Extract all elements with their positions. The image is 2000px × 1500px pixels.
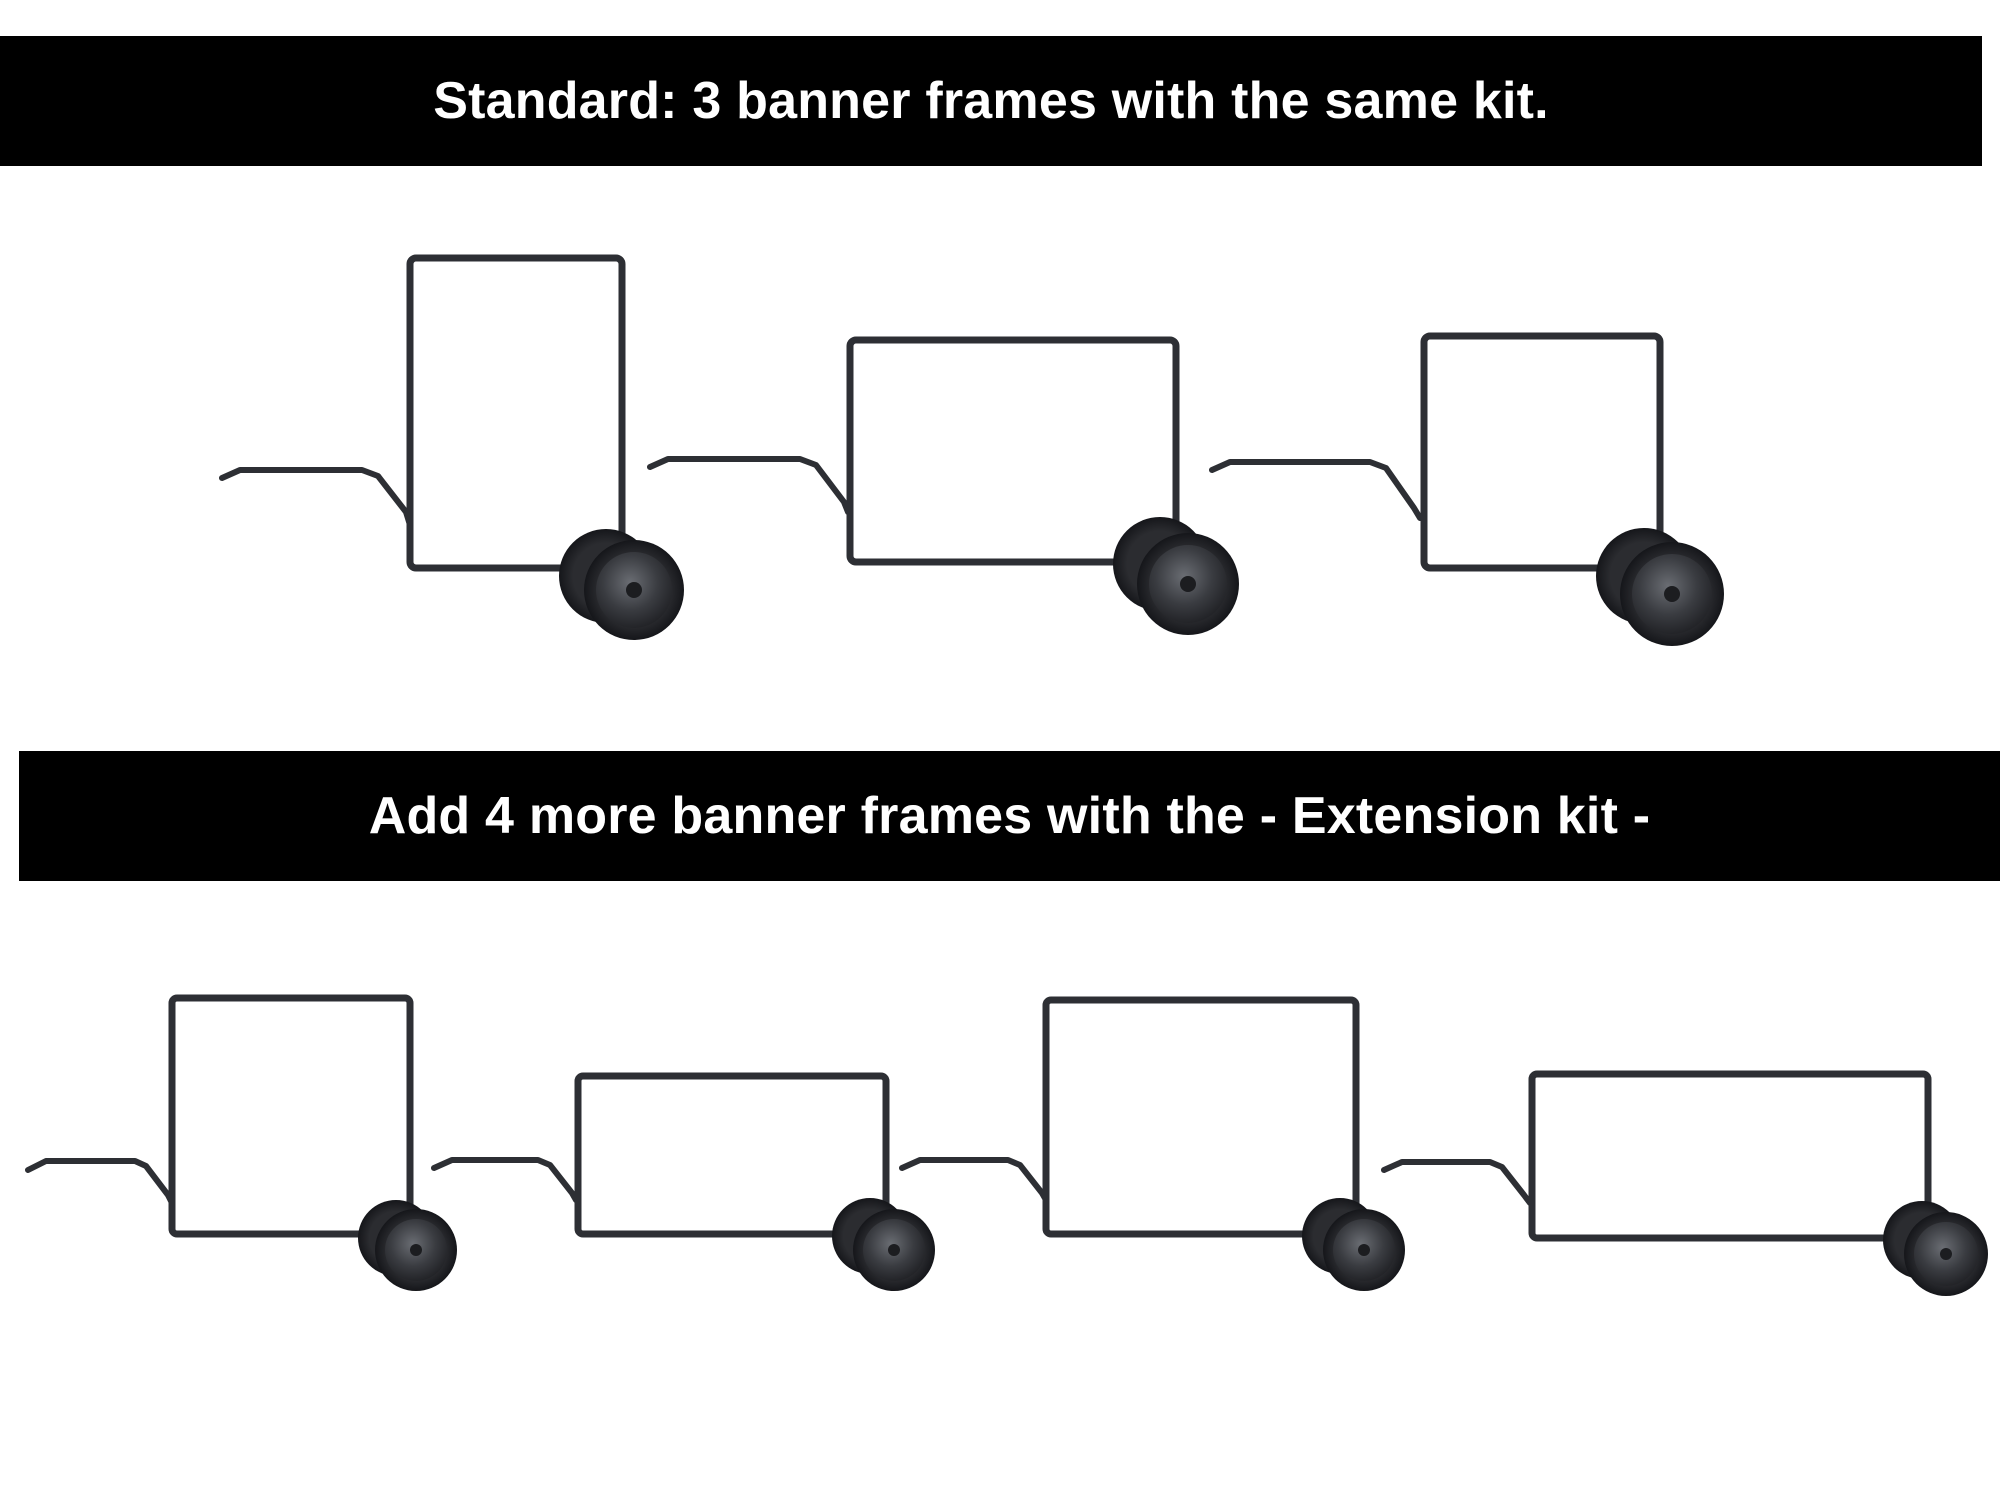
standard-kit-banner: Standard: 3 banner frames with the same … xyxy=(0,36,1982,166)
banner-frame-square xyxy=(1209,332,1724,646)
standard-kit-title: Standard: 3 banner frames with the same … xyxy=(433,72,1549,130)
banner-frame-landscape xyxy=(431,1072,935,1291)
tow-bar xyxy=(25,1158,175,1206)
tow-bar xyxy=(219,467,413,528)
frame-rectangle xyxy=(406,254,626,572)
standard-frames-group xyxy=(219,254,1724,646)
wheel-icon xyxy=(1302,1198,1405,1291)
wheel-icon xyxy=(1113,517,1239,635)
wheel-icon xyxy=(358,1200,457,1291)
frame-rectangle xyxy=(1042,996,1360,1238)
tow-bar xyxy=(431,1157,579,1203)
tow-bar xyxy=(1209,459,1423,521)
banner-frame-portrait xyxy=(219,254,684,640)
frame-rectangle xyxy=(846,336,1180,566)
frame-rectangle xyxy=(574,1072,890,1238)
extension-kit-banner: Add 4 more banner frames with the - Exte… xyxy=(19,751,2000,881)
frame-rectangle xyxy=(1420,332,1664,572)
banner-frame-wide xyxy=(1381,1070,1988,1296)
banner-frame-square xyxy=(25,994,457,1291)
extension-frames-group xyxy=(25,994,1988,1296)
banner-frame-landscape xyxy=(647,336,1239,635)
tow-bar xyxy=(1381,1159,1533,1206)
frame-rectangle xyxy=(1528,1070,1932,1242)
banner-frame-landscape-tall xyxy=(899,996,1405,1291)
tow-bar xyxy=(899,1157,1049,1203)
wheel-icon xyxy=(832,1198,935,1291)
frame-rectangle xyxy=(168,994,414,1238)
tow-bar xyxy=(647,456,851,515)
wheel-icon xyxy=(1883,1201,1988,1296)
wheel-icon xyxy=(1596,528,1724,646)
wheel-icon xyxy=(559,529,684,640)
extension-kit-title: Add 4 more banner frames with the - Exte… xyxy=(368,787,1651,845)
